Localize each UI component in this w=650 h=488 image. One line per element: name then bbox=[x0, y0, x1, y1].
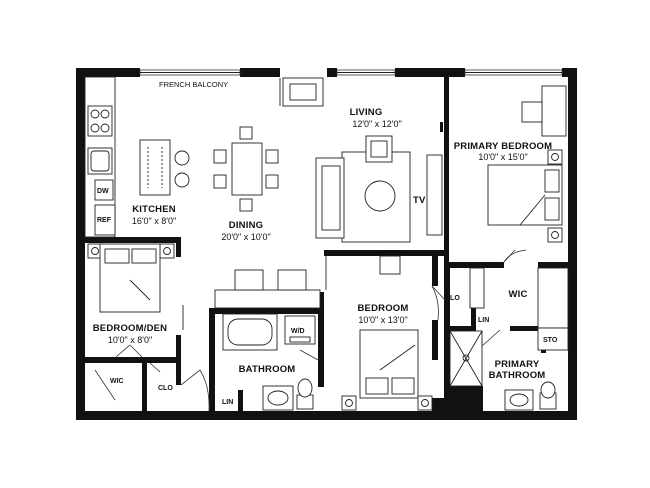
lin-bath-tag: LIN bbox=[222, 399, 233, 406]
bedroom-name: BEDROOM bbox=[357, 303, 408, 314]
dining-table bbox=[213, 126, 279, 212]
bedroom-den-size: 10'0" x 8'0" bbox=[108, 335, 152, 345]
interior-walls bbox=[85, 77, 568, 411]
dining-size: 20'0" x 10'0" bbox=[221, 232, 270, 242]
clo-den-tag: CLO bbox=[158, 385, 173, 392]
kitchen-name: KITCHEN bbox=[132, 204, 176, 215]
wic-primary-name: WIC bbox=[508, 289, 527, 300]
primary-wic bbox=[469, 249, 569, 351]
den-furniture bbox=[87, 243, 210, 412]
sto-tag: STO bbox=[543, 337, 558, 344]
exterior-walls bbox=[76, 68, 577, 420]
primary-bedroom-furniture bbox=[487, 85, 567, 243]
ref-tag: REF bbox=[97, 217, 112, 224]
wic-den-name: WIC bbox=[110, 378, 124, 385]
primary-bedroom-size: 10'0" x 15'0" bbox=[478, 152, 527, 162]
living-size: 12'0" x 12'0" bbox=[352, 119, 401, 129]
primary-bedroom-name: PRIMARY BEDROOM bbox=[454, 141, 553, 152]
primary-bathroom-name-1: PRIMARY bbox=[495, 359, 540, 370]
lin-primary-tag: LIN bbox=[478, 317, 489, 324]
top-windows bbox=[139, 69, 563, 76]
dw-tag: DW bbox=[97, 188, 109, 195]
tv-tag: TV bbox=[413, 195, 426, 206]
living-name: LIVING bbox=[350, 107, 383, 118]
kitchen-counters bbox=[84, 76, 190, 238]
bathroom-fixtures bbox=[214, 269, 321, 411]
wd-tag: W/D bbox=[291, 328, 305, 335]
bathroom-name: BATHROOM bbox=[239, 364, 296, 375]
bedroom-size: 10'0" x 13'0" bbox=[358, 315, 407, 325]
primary-bathroom-name-2: BATHROOM bbox=[489, 370, 546, 381]
living-furniture bbox=[279, 77, 443, 243]
balcony-label: FRENCH BALCONY bbox=[159, 80, 228, 89]
kitchen-size: 16'0" x 8'0" bbox=[132, 216, 176, 226]
bedroom-den-name: BEDROOM/DEN bbox=[93, 323, 168, 334]
dining-name: DINING bbox=[229, 220, 263, 231]
bedroom-closet bbox=[431, 285, 446, 321]
primary-bathroom-fixtures bbox=[449, 329, 557, 411]
clo-bedroom-tag: CLO bbox=[445, 295, 460, 302]
bedroom-furniture bbox=[325, 255, 433, 411]
